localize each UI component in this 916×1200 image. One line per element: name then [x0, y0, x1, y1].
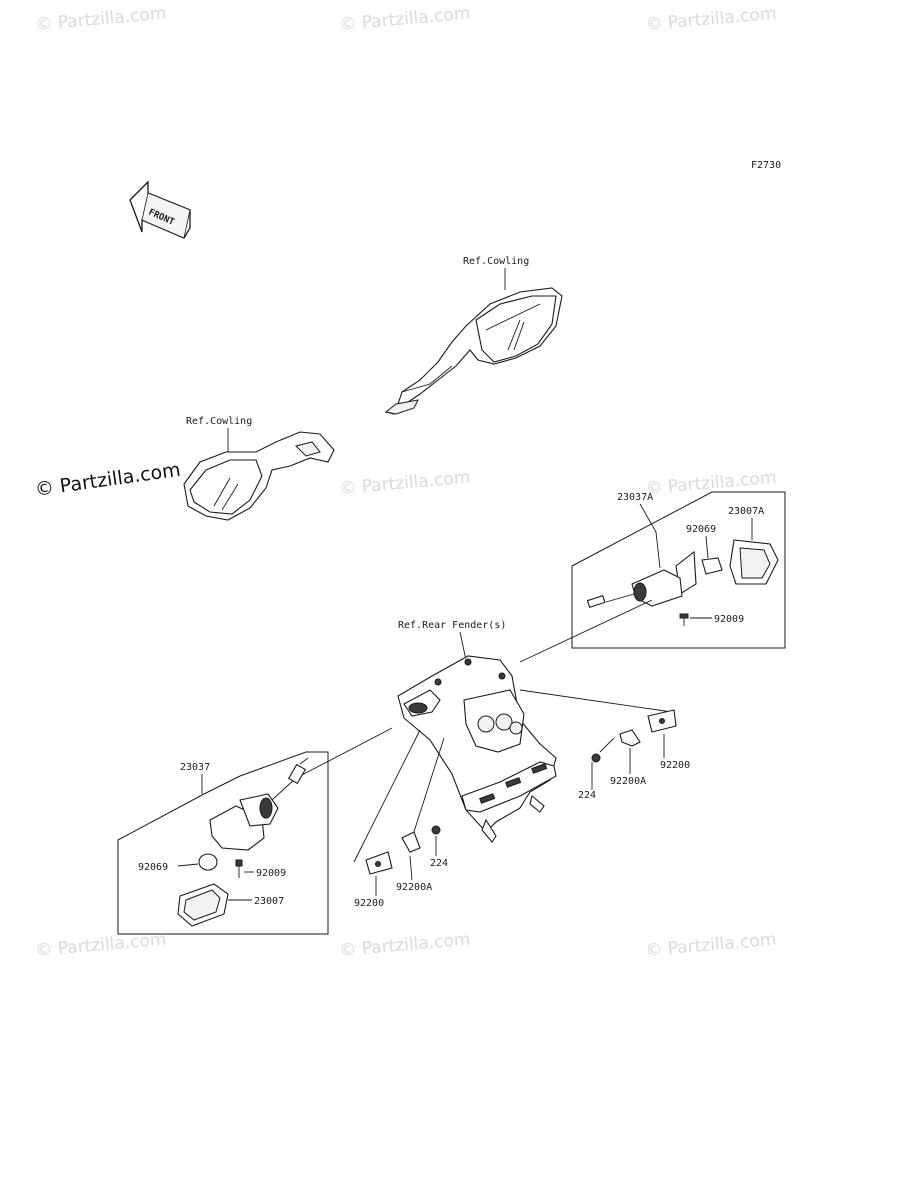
rear-fender-assembly [397, 655, 557, 843]
part-number-92200a-right: 92200A [610, 776, 646, 787]
part-number-224-left: 224 [430, 858, 448, 869]
right-mirror [384, 287, 563, 415]
part-number-23037: 23037 [180, 762, 210, 773]
part-number-23007a: 23007A [728, 506, 764, 517]
watermark: © Partzilla.com [645, 930, 777, 961]
center-left-hardware: 92200 92200A 224 [354, 825, 448, 909]
figure-code: F2730 [751, 160, 781, 171]
watermark: © Partzilla.com [645, 468, 777, 499]
part-number-23007: 23007 [254, 896, 284, 907]
center-right-hardware: 224 92200A 92200 [578, 709, 690, 801]
left-mirror [183, 431, 335, 521]
leader-line [299, 727, 393, 777]
part-number-92009-left: 92009 [256, 868, 286, 879]
watermarks: © Partzilla.com © Partzilla.com © Partzi… [34, 4, 777, 961]
leader-line [459, 631, 467, 661]
leader-line [519, 689, 673, 713]
watermark: © Partzilla.com [35, 4, 167, 35]
part-number-92200a-left: 92200A [396, 882, 432, 893]
part-number-92200-right: 92200 [660, 760, 690, 771]
watermark: © Partzilla.com [339, 4, 471, 35]
watermark: © Partzilla.com [339, 930, 471, 961]
front-arrow-icon: FRONT [129, 180, 191, 239]
ref-cowling-right: Ref.Cowling [463, 256, 529, 267]
part-number-92069-left: 92069 [138, 862, 168, 873]
watermark-dark: © Partzilla.com [34, 459, 182, 501]
part-number-92069-right: 92069 [686, 524, 716, 535]
part-number-23037a: 23037A [617, 492, 653, 503]
watermark: © Partzilla.com [339, 468, 471, 499]
watermark: © Partzilla.com [645, 4, 777, 35]
right-turn-signal-group: 23037A 23007A 92069 92009 [571, 491, 786, 649]
leader-line [519, 599, 653, 663]
ref-rear-fender: Ref.Rear Fender(s) [398, 620, 506, 631]
part-number-92009-right: 92009 [714, 614, 744, 625]
left-turn-signal-group: 23037 92069 92009 23007 [117, 751, 329, 935]
part-number-224-right: 224 [578, 790, 596, 801]
part-number-92200-left: 92200 [354, 898, 384, 909]
leader-line [411, 737, 445, 839]
leader-line [353, 729, 421, 863]
ref-cowling-left: Ref.Cowling [186, 416, 252, 427]
